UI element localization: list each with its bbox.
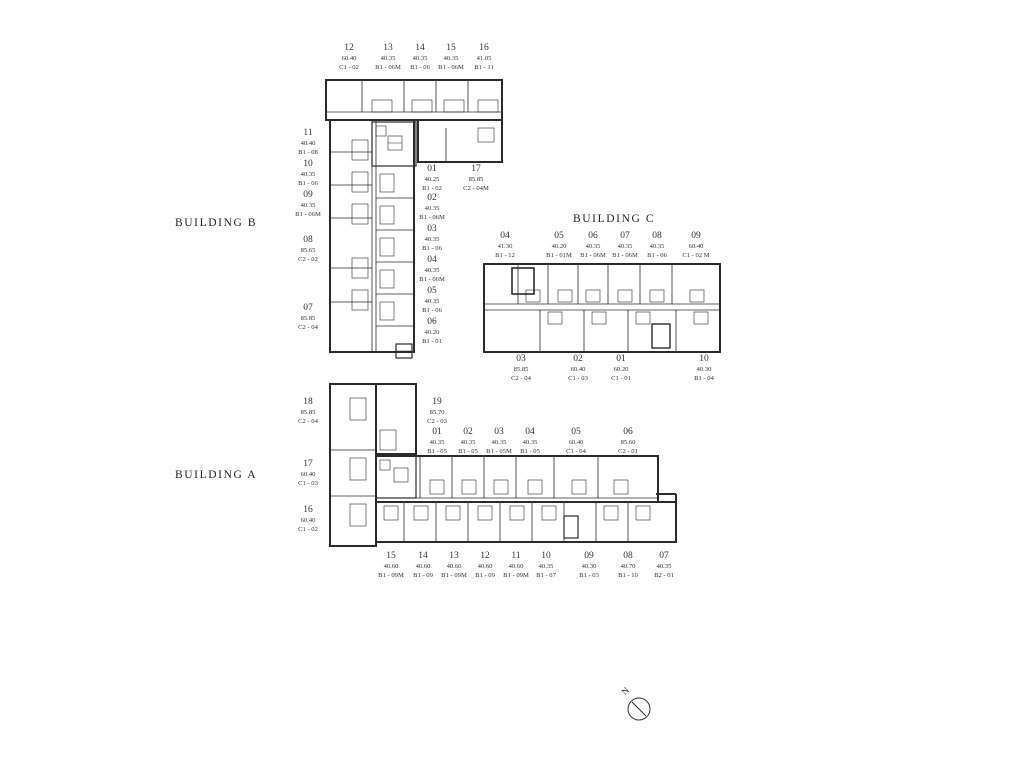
building-c-core bbox=[511, 267, 535, 295]
building-b-plan bbox=[325, 79, 503, 359]
building-c-plan bbox=[483, 263, 721, 353]
building-a-plan bbox=[329, 383, 677, 547]
building-b-unit-17-block bbox=[417, 119, 503, 163]
compass-needle bbox=[631, 701, 647, 717]
building-b-core bbox=[371, 121, 417, 167]
building-c-outline bbox=[483, 263, 721, 353]
building-a-unit-19-block bbox=[375, 383, 417, 455]
building-a-label: BUILDING A bbox=[175, 469, 258, 481]
building-a-vertical-wing bbox=[329, 383, 377, 547]
building-b-label: BUILDING B bbox=[175, 217, 258, 229]
building-a-core bbox=[375, 455, 417, 499]
building-c-label: BUILDING C bbox=[573, 213, 656, 225]
compass-rose bbox=[627, 697, 651, 721]
compass-circle bbox=[627, 697, 651, 721]
building-a-horizontal-wing bbox=[375, 455, 659, 503]
